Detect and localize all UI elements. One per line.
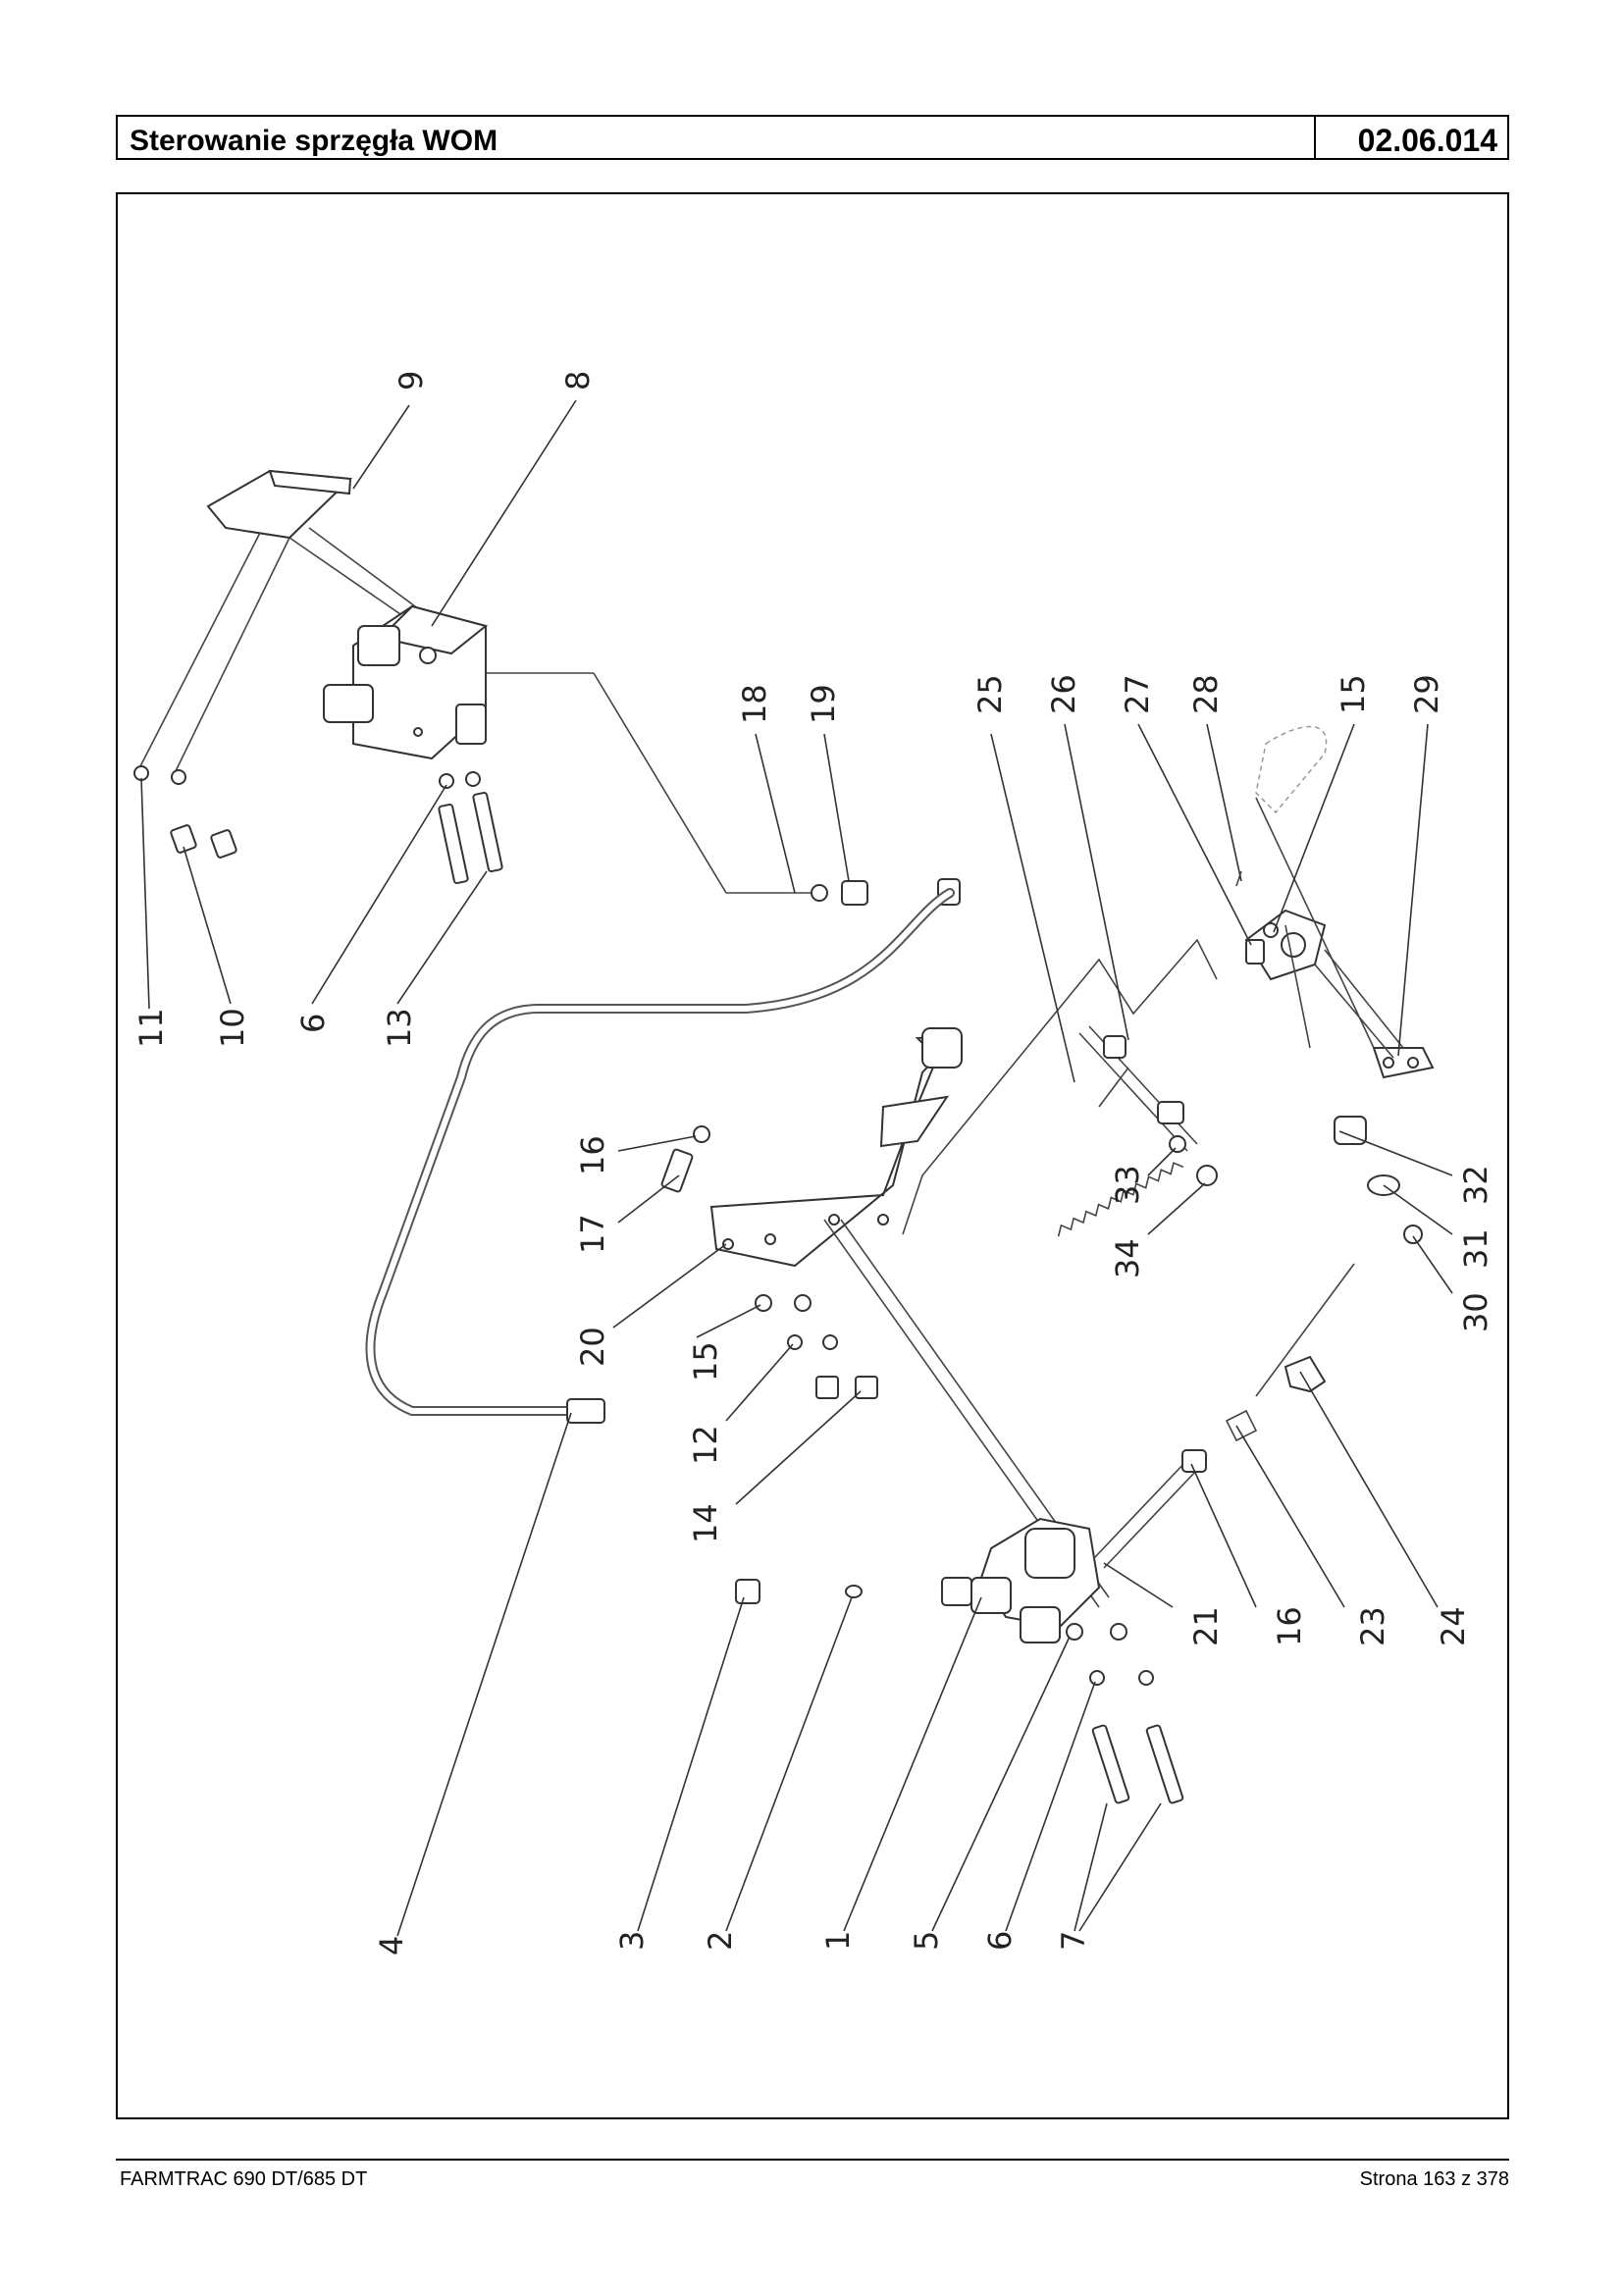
callout-28: 28	[1187, 674, 1225, 714]
callout-21: 21	[1187, 1606, 1225, 1646]
callout-4: 4	[373, 1936, 410, 1956]
callout-32: 32	[1457, 1165, 1494, 1205]
hydraulic-tube-4	[365, 888, 955, 1424]
lower-bolts-5-7	[1066, 1623, 1184, 1804]
callout-25: 25	[971, 674, 1009, 714]
footer-page-number: Strona 163 z 378	[1359, 2168, 1509, 2190]
callout-30: 30	[1457, 1292, 1494, 1332]
diagram-svg: 9 8 18 19 25 26 27 28 15 29 11 10 6 13 1…	[132, 371, 1494, 1956]
upper-bolts	[133, 765, 503, 885]
callout-12: 12	[687, 1425, 724, 1465]
footer-model: FARMTRAC 690 DT/685 DT	[120, 2168, 368, 2190]
exploded-diagram: 9 8 18 19 25 26 27 28 15 29 11 10 6 13 1…	[116, 192, 1509, 2119]
callout-14: 14	[687, 1503, 724, 1543]
callout-31: 31	[1457, 1228, 1494, 1269]
callout-10: 10	[214, 1008, 251, 1048]
upper-lever-27-29	[1235, 725, 1435, 1079]
leader-lines	[140, 399, 1453, 1937]
callout-17: 17	[574, 1214, 611, 1254]
callout-34: 34	[1109, 1238, 1146, 1278]
callout-26: 26	[1045, 674, 1082, 714]
callout-24: 24	[1435, 1606, 1472, 1646]
callout-5: 5	[908, 1931, 945, 1951]
callout-16a: 16	[574, 1135, 611, 1175]
callout-3: 3	[613, 1931, 651, 1951]
lower-fittings-2-3	[735, 1577, 972, 1606]
callout-labels: 9 8 18 19 25 26 27 28 15 29 11 10 6 13 1…	[132, 371, 1494, 1956]
bushing-30-32	[1334, 1116, 1423, 1244]
valve-block-8	[323, 604, 819, 894]
page-title: Sterowanie sprzęgła WOM	[118, 117, 1316, 158]
bracket-9	[138, 469, 443, 774]
spring-25	[1057, 1067, 1184, 1237]
callout-33: 33	[1109, 1165, 1146, 1205]
callout-2: 2	[702, 1931, 739, 1951]
callout-6b: 6	[981, 1931, 1019, 1951]
lever-bolts	[660, 1125, 878, 1399]
lever-plate-20	[709, 1027, 1110, 1608]
callout-11: 11	[132, 1008, 170, 1048]
callout-19: 19	[805, 684, 842, 724]
callout-15b: 15	[687, 1341, 724, 1382]
section-code: 02.06.014	[1357, 123, 1497, 158]
callout-1: 1	[819, 1931, 857, 1951]
callout-7: 7	[1055, 1931, 1092, 1951]
callout-6a: 6	[294, 1014, 332, 1033]
callout-13: 13	[381, 1008, 418, 1048]
callout-27: 27	[1119, 674, 1156, 714]
callout-16b: 16	[1271, 1606, 1308, 1646]
callout-29: 29	[1408, 674, 1445, 714]
callout-9: 9	[393, 371, 430, 391]
callout-15a: 15	[1335, 674, 1372, 714]
footer-rule	[116, 2159, 1509, 2161]
callout-20: 20	[574, 1327, 611, 1367]
rod-26	[902, 938, 1218, 1235]
callout-23: 23	[1354, 1606, 1391, 1646]
page-header: Sterowanie sprzęgła WOM 02.06.014	[116, 115, 1509, 160]
cylinder-1	[970, 1263, 1355, 1643]
callout-18: 18	[736, 684, 773, 724]
callout-8: 8	[559, 371, 597, 391]
